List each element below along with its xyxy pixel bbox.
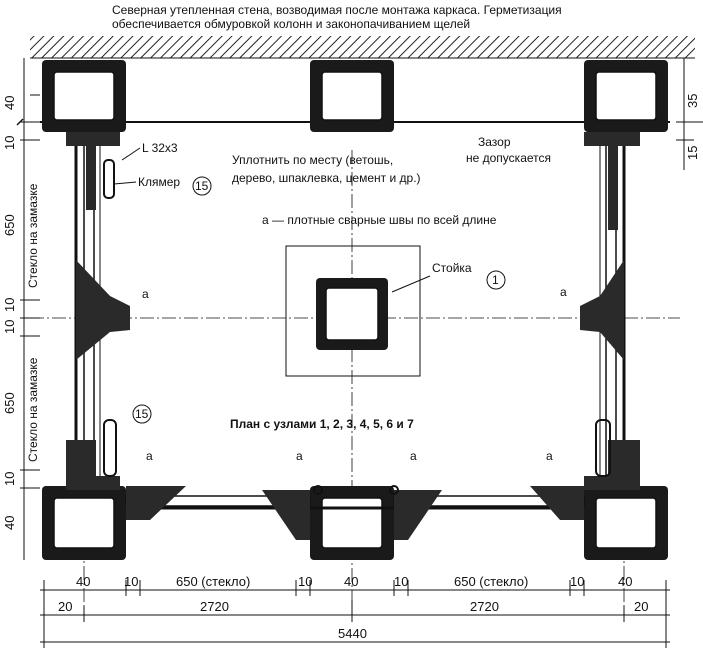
- bottom-dim-3: 650 (стекло): [176, 574, 250, 589]
- left-dim-40-top: 40: [2, 96, 17, 110]
- plan-title: План с узлами 1, 2, 3, 4, 5, 6 и 7: [230, 417, 414, 431]
- bottom-dim-2: 10: [124, 574, 138, 589]
- bottom-dim-6: 10: [394, 574, 408, 589]
- weld-mark-bottom-right: а: [546, 449, 553, 463]
- left-dim-10-a: 10: [2, 136, 17, 150]
- column-top-right: [584, 60, 668, 132]
- central-post: [285, 245, 431, 377]
- seal-label-1: Уплотнить по месту (ветошь,: [232, 153, 393, 167]
- north-wall-hatch: [30, 36, 695, 59]
- clip-ref-circle-top: [192, 176, 212, 196]
- angle-leader: [121, 147, 141, 161]
- right-dim-15: 15: [685, 146, 700, 160]
- bottom-dimension-lines: [40, 580, 670, 648]
- left-glass-b: Стекло на замазке: [26, 357, 40, 462]
- weld-mark-right: а: [560, 285, 567, 299]
- bottom-dim-5: 40: [344, 574, 358, 589]
- column-bottom-left: [42, 486, 126, 560]
- header-line-2: обеспечивается обмуровкой колонн и закон…: [112, 17, 470, 31]
- post-label: Стойка: [432, 261, 472, 275]
- weld-mark-bottom-mid-1: а: [296, 449, 303, 463]
- right-dimension-chain: [676, 58, 694, 170]
- bottom-dim-1: 40: [76, 574, 90, 589]
- post-ref: 1: [492, 273, 499, 287]
- column-top-left: [42, 60, 126, 132]
- weld-mark-bottom-mid-2: а: [410, 449, 417, 463]
- bottom-glazing-beam: [125, 485, 585, 540]
- bottom-dim-2720-right: 2720: [470, 599, 499, 614]
- clip-ref-bottom: 15: [135, 407, 149, 421]
- bottom-dim-8: 10: [570, 574, 584, 589]
- left-dim-650-a: 650: [2, 214, 17, 236]
- weld-mark-bottom-left: а: [146, 449, 153, 463]
- post-ref-circle: [486, 270, 506, 290]
- clip-ref-top: 15: [195, 179, 209, 193]
- bottom-dim-20-right: 20: [634, 599, 648, 614]
- left-dim-650-b: 650: [2, 392, 17, 414]
- left-dim-10-d: 10: [2, 472, 17, 486]
- left-glass-a: Стекло на замазке: [26, 183, 40, 288]
- bottom-dim-total: 5440: [338, 626, 367, 641]
- clip-leader: [113, 181, 137, 185]
- bottom-dim-2720-left: 2720: [200, 599, 229, 614]
- clip-label: Клямер: [138, 175, 180, 189]
- right-dim-35: 35: [685, 94, 700, 108]
- column-top-middle: [310, 60, 394, 132]
- left-dim-10-b: 10: [2, 298, 17, 312]
- gap-label-2: не допускается: [466, 151, 551, 165]
- bottom-dim-20-left: 20: [58, 599, 72, 614]
- column-bottom-right: [584, 486, 668, 560]
- weld-note: а — плотные сварные швы по всей длине: [262, 213, 497, 227]
- column-bottom-middle: [310, 486, 394, 560]
- header-line-1: Северная утепленная стена, возводимая по…: [112, 3, 562, 17]
- seal-label-2: дерево, шпаклевка, цемент и др.): [232, 171, 421, 185]
- left-glazing-mullion: [66, 132, 130, 490]
- weld-mark-left: а: [142, 287, 149, 301]
- right-glazing-mullion: [580, 132, 640, 490]
- bottom-dim-7: 650 (стекло): [454, 574, 528, 589]
- bottom-dim-9: 40: [618, 574, 632, 589]
- left-dimension-chain: [16, 58, 40, 560]
- left-dim-10-c: 10: [2, 320, 17, 334]
- clip-ref-circle-bottom: [132, 404, 152, 424]
- left-dim-40-bottom: 40: [2, 516, 17, 530]
- bottom-dim-4: 10: [298, 574, 312, 589]
- gap-label-1: Зазор: [478, 135, 511, 149]
- angle-label: L 32x3: [142, 141, 178, 155]
